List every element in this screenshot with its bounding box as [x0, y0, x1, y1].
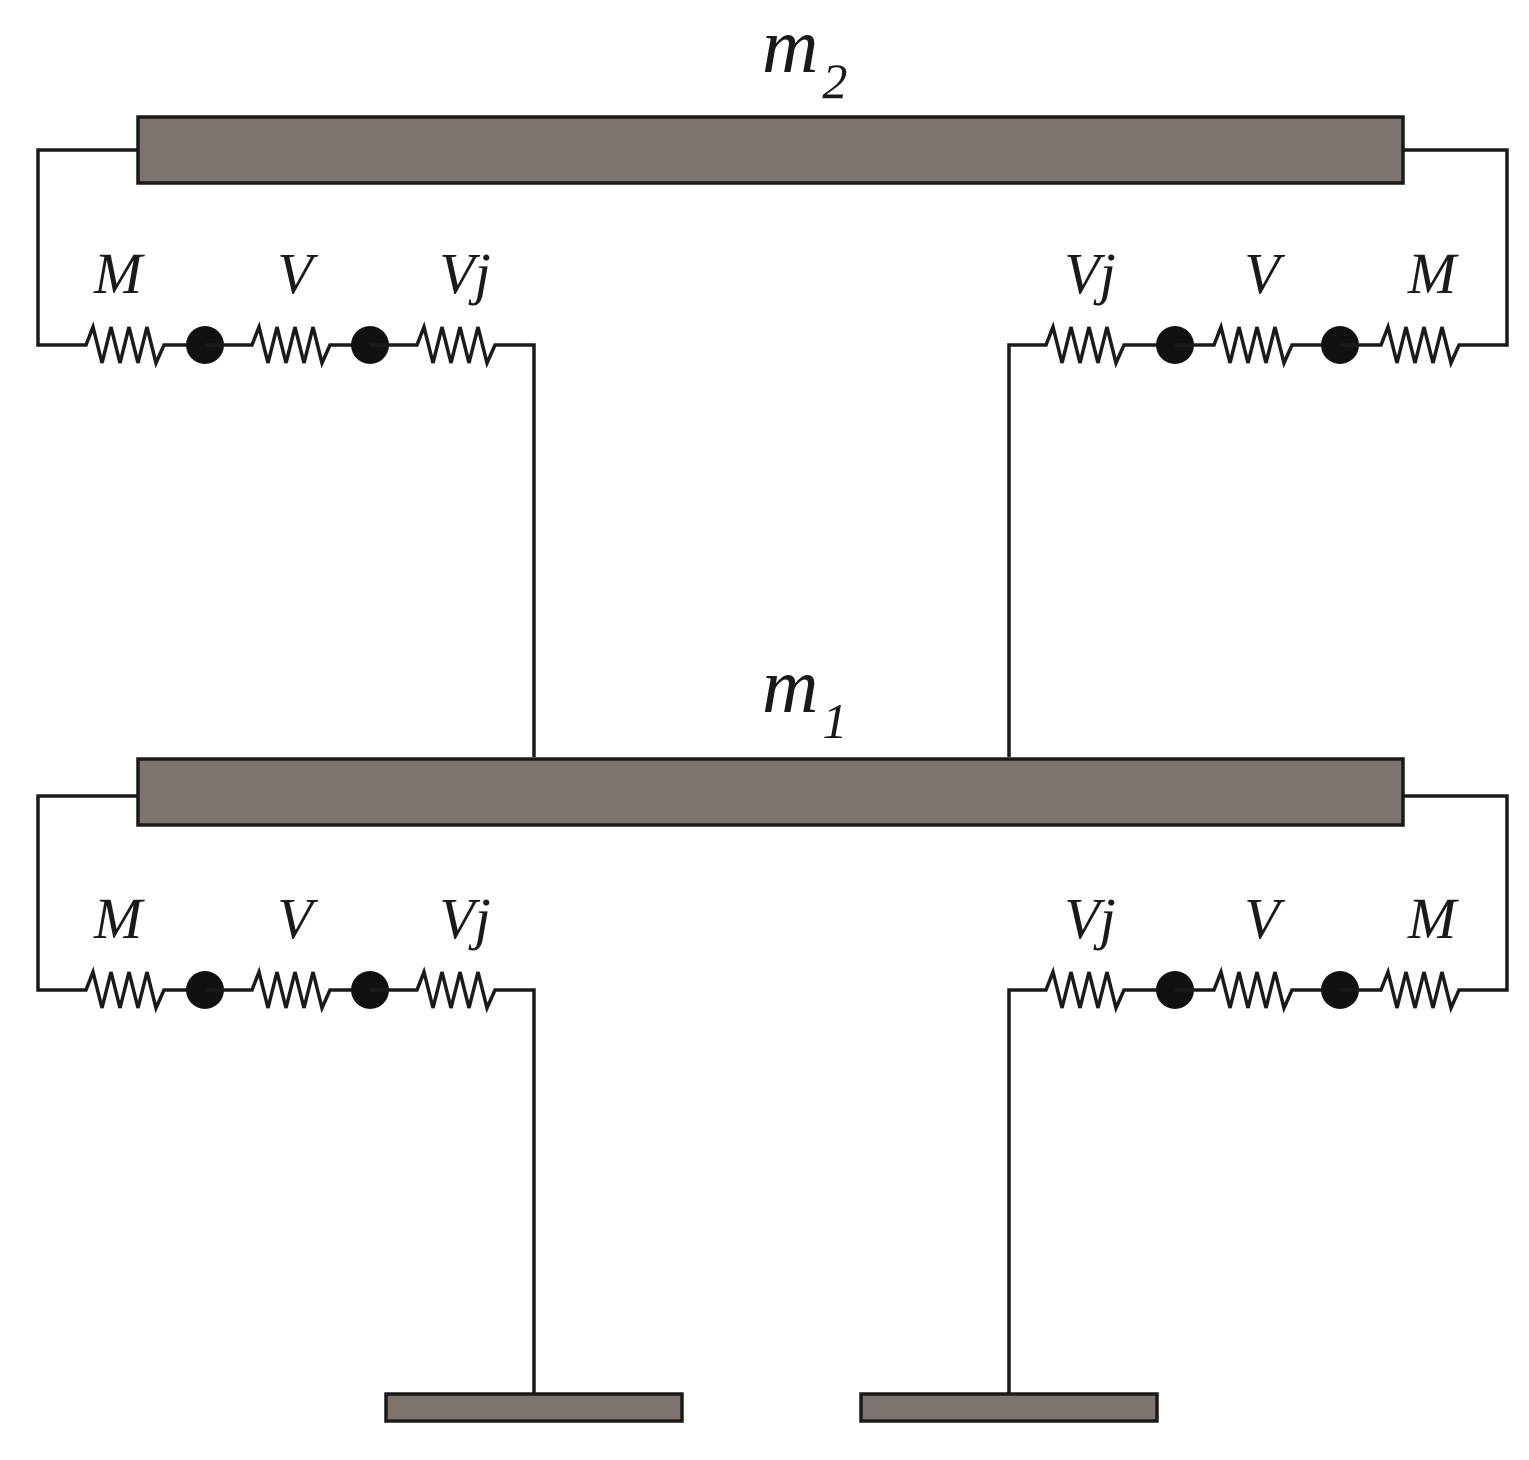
bottom-left-spring-chain — [78, 966, 536, 1394]
spring-M — [78, 966, 205, 1014]
spring-M — [78, 321, 205, 369]
ground-base-left — [384, 1392, 684, 1423]
label-Vj: Vj — [1064, 886, 1116, 951]
spring-V — [205, 966, 370, 1014]
mass-label-m1: m1 — [762, 642, 847, 749]
mass-block-m2 — [136, 115, 1405, 185]
label-V: V — [1244, 886, 1286, 951]
label-M: M — [93, 241, 145, 306]
bottom-right-spring-chain — [1007, 966, 1467, 1394]
top-right-spring-chain — [1007, 321, 1467, 757]
label-V: V — [277, 886, 319, 951]
top-right-outer-wire — [1403, 148, 1509, 347]
label-M: M — [1407, 241, 1459, 306]
spring-V — [1175, 321, 1340, 369]
top-left-spring-chain — [78, 321, 536, 757]
spring-Vj — [1007, 966, 1175, 1394]
mass-block-m1 — [136, 757, 1405, 827]
spring-Vj — [1007, 321, 1175, 757]
spring-V — [1175, 966, 1340, 1014]
top-left-outer-wire — [36, 148, 138, 347]
label-M: M — [93, 886, 145, 951]
spring-M — [1340, 966, 1467, 1014]
label-Vj: Vj — [439, 241, 491, 306]
label-Vj: Vj — [439, 886, 491, 951]
label-V: V — [277, 241, 319, 306]
label-V: V — [1244, 241, 1286, 306]
spring-V — [205, 321, 370, 369]
bottom-left-outer-wire — [36, 794, 138, 992]
spring-Vj — [370, 966, 536, 1394]
mass-label-m2: m2 — [762, 2, 847, 109]
ground-base-right — [859, 1392, 1159, 1423]
label-M: M — [1407, 886, 1459, 951]
label-Vj: Vj — [1064, 241, 1116, 306]
bottom-right-outer-wire — [1403, 794, 1509, 992]
spring-Vj — [370, 321, 536, 757]
spring-M — [1340, 321, 1467, 369]
